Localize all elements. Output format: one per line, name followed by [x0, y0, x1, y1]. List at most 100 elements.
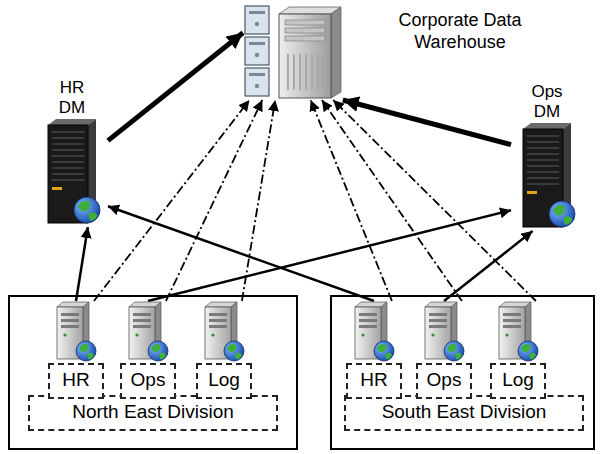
- vent: [527, 153, 559, 155]
- server-icon: [53, 301, 99, 363]
- globe-land: [87, 353, 94, 359]
- globe-land: [235, 353, 242, 359]
- vent: [52, 137, 84, 139]
- drive-slot: [503, 313, 521, 316]
- drive-slot: [429, 325, 447, 328]
- division-label: South East Division: [344, 395, 584, 431]
- vent: [527, 159, 559, 161]
- drive-slot: [359, 313, 377, 316]
- source-server: Log: [196, 301, 252, 399]
- globe-land: [563, 216, 572, 224]
- data-flow-arrow: [343, 100, 511, 145]
- direct-load-arrow: [322, 100, 462, 301]
- vent: [52, 143, 84, 145]
- drive-slot: [133, 319, 151, 322]
- globe-land: [377, 344, 386, 352]
- led: [255, 22, 259, 26]
- storage-unit: [245, 68, 269, 96]
- server-icon: [495, 301, 541, 363]
- server-icon: [421, 301, 467, 363]
- node-label: HR: [48, 363, 104, 399]
- division-label: North East Division: [28, 395, 278, 431]
- globe: [148, 341, 168, 361]
- drive-slot: [249, 42, 265, 45]
- direct-load-arrow: [166, 100, 262, 301]
- globe: [374, 341, 394, 361]
- drive-slot: [61, 313, 79, 316]
- icon-part: [48, 119, 96, 125]
- division-box: North East DivisionHR Ops Log: [8, 295, 298, 450]
- node-label: Log: [196, 363, 252, 399]
- led: [255, 53, 259, 57]
- globe-land: [447, 344, 456, 352]
- vent: [52, 155, 84, 157]
- led: [135, 333, 138, 336]
- globe-land: [521, 344, 530, 352]
- data-flow-arrow: [444, 231, 533, 301]
- globe-land: [88, 212, 97, 220]
- drive-slot: [429, 313, 447, 316]
- data-mart-server: HR DM: [36, 78, 108, 227]
- vent: [311, 54, 313, 90]
- direct-load-arrow: [311, 100, 392, 301]
- vent: [287, 54, 289, 90]
- globe-land: [78, 201, 90, 212]
- globe-land: [79, 344, 88, 352]
- node-label: Ops: [120, 363, 176, 399]
- led: [431, 333, 434, 336]
- source-server: Log: [490, 301, 546, 399]
- led: [361, 333, 364, 336]
- node-label: Corporate Data Warehouse: [365, 10, 555, 53]
- server-icon: [42, 117, 102, 227]
- globe: [444, 341, 464, 361]
- server-icon: [517, 121, 577, 231]
- globe-land: [385, 353, 392, 359]
- icon-part: [279, 7, 341, 14]
- drive-slot: [209, 325, 227, 328]
- globe: [224, 341, 244, 361]
- vent: [52, 149, 84, 151]
- globe-land: [529, 353, 536, 359]
- icon-part: [279, 14, 331, 98]
- globe-land: [455, 353, 462, 359]
- direct-load-arrow: [333, 100, 536, 301]
- vent: [323, 54, 325, 90]
- source-server: HR: [346, 301, 402, 399]
- drive-slot: [209, 313, 227, 316]
- vent: [527, 183, 559, 185]
- server-icon: [125, 301, 171, 363]
- globe-land: [553, 205, 565, 216]
- warehouse-icon: [243, 4, 343, 100]
- globe-land: [159, 353, 166, 359]
- led: [52, 187, 62, 190]
- source-server: Ops: [120, 301, 176, 399]
- node-label: HR: [346, 363, 402, 399]
- data-flow-arrow: [76, 227, 88, 301]
- vent: [52, 173, 84, 175]
- server-icon: [351, 301, 397, 363]
- globe: [76, 341, 96, 361]
- vent: [527, 171, 559, 173]
- drive-slot: [359, 319, 377, 322]
- node-label: Ops: [416, 363, 472, 399]
- drive-slot: [133, 325, 151, 328]
- connectors: [76, 33, 536, 301]
- node-label: HR DM: [48, 78, 96, 117]
- drive-slot: [503, 319, 521, 322]
- direct-load-arrow: [94, 100, 250, 301]
- node-label: Log: [490, 363, 546, 399]
- data-flow-arrow: [108, 33, 243, 141]
- led: [527, 191, 537, 194]
- storage-unit: [245, 6, 269, 34]
- vent: [293, 54, 295, 90]
- drive-slot: [429, 319, 447, 322]
- direct-load-arrow: [242, 100, 275, 301]
- globe: [74, 197, 100, 223]
- node-label: Ops DM: [523, 82, 571, 121]
- storage-unit: [245, 37, 269, 65]
- vent: [527, 147, 559, 149]
- source-server: HR: [48, 301, 104, 399]
- vent: [527, 177, 559, 179]
- vent: [52, 179, 84, 181]
